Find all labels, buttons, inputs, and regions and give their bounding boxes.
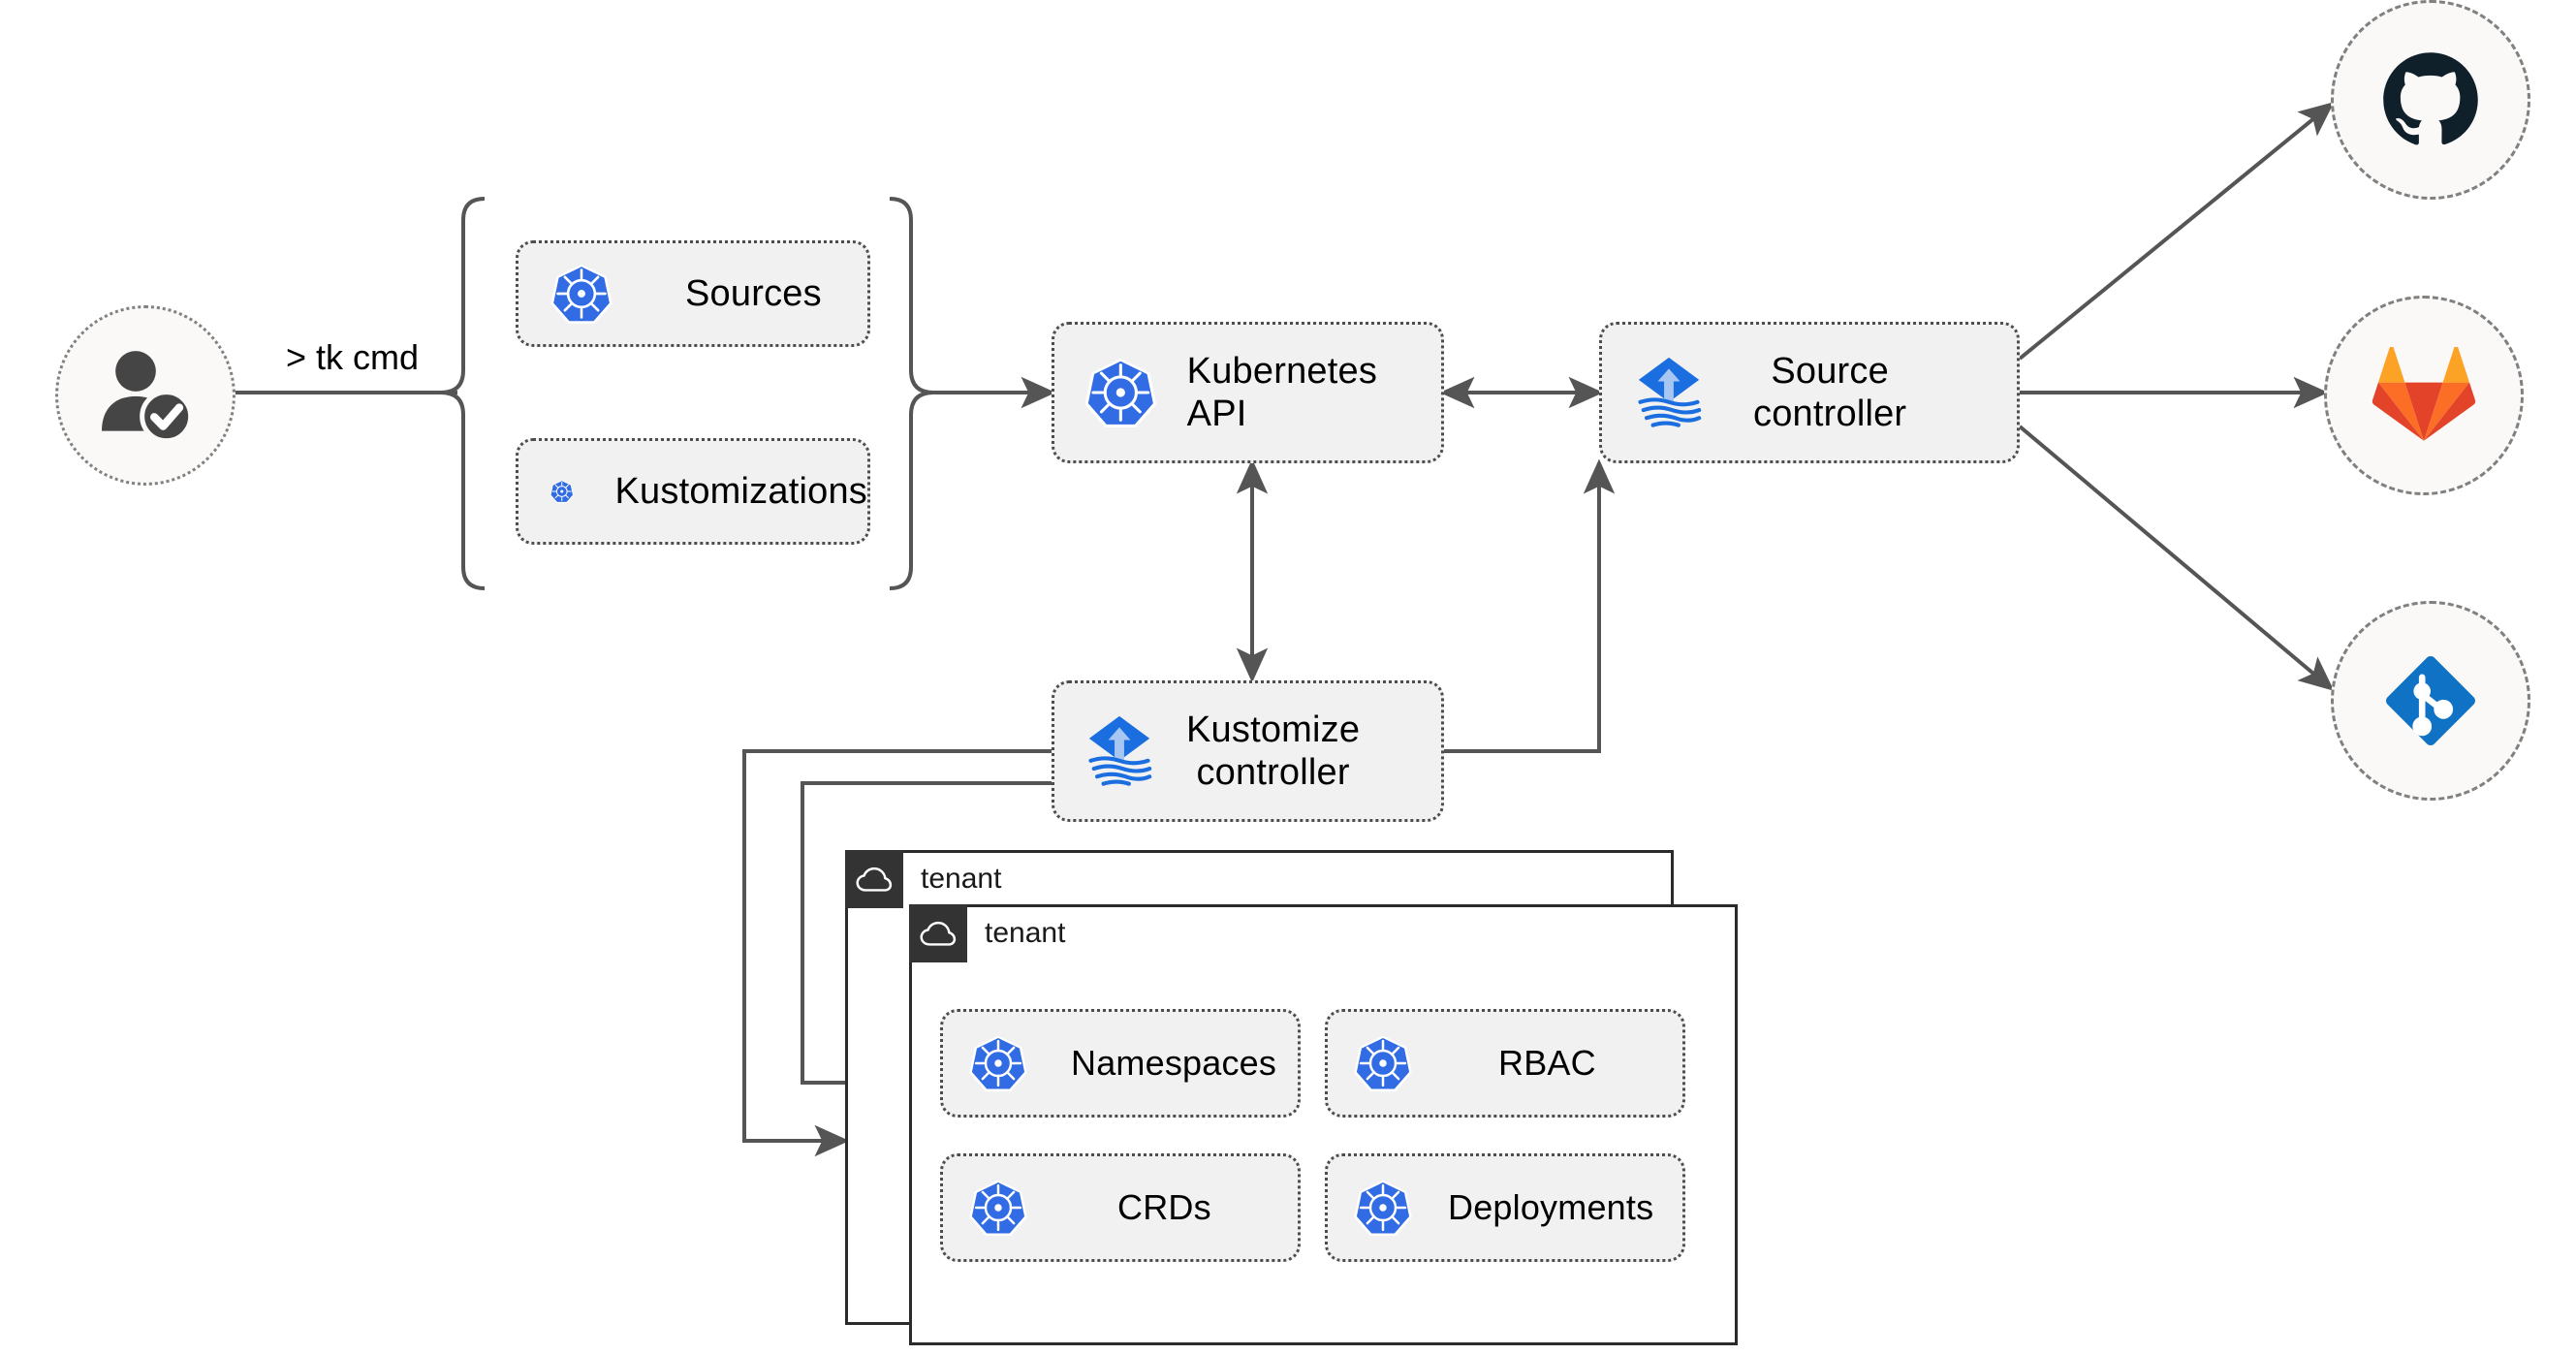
- user-check-icon: [102, 351, 194, 444]
- kubernetes-icon: [1354, 1180, 1412, 1237]
- tenant-name-label: tenant: [985, 917, 1066, 949]
- git-provider-github[interactable]: [2331, 0, 2530, 200]
- kubernetes-icon: [969, 1180, 1027, 1237]
- flux-icon: [1638, 357, 1702, 427]
- tenant-name-label: tenant: [921, 863, 1002, 895]
- kubernetes-api-label: Kubernetes API: [1186, 350, 1378, 434]
- git-provider-git[interactable]: [2331, 601, 2530, 801]
- github-icon: [2383, 52, 2478, 145]
- tenant-resource-namespaces[interactable]: Namespaces: [940, 1009, 1301, 1118]
- source-controller-label-line1: Source: [1771, 350, 1889, 392]
- tenant-resource-label: CRDs: [1117, 1187, 1211, 1228]
- crd-card-sources[interactable]: Sources: [516, 240, 870, 347]
- wire-kustomize-to-source: [1444, 458, 1616, 753]
- brace-left: [440, 197, 486, 590]
- kubernetes-icon: [969, 1035, 1027, 1092]
- cloud-icon: [845, 850, 903, 908]
- wire-source-to-git: [2018, 425, 2335, 691]
- gitlab-icon: [2372, 347, 2476, 441]
- kubernetes-icon: [550, 480, 575, 503]
- kubernetes-api-node[interactable]: Kubernetes API: [1052, 322, 1444, 463]
- source-controller-node[interactable]: Source controller: [1599, 322, 2020, 463]
- cloud-icon-glyph: [856, 867, 893, 892]
- kustomize-controller-label-line2: controller: [1196, 752, 1350, 793]
- kubernetes-icon: [1084, 358, 1157, 428]
- actor-avatar: [55, 305, 236, 486]
- tenant-resource-crds[interactable]: CRDs: [940, 1153, 1301, 1262]
- cloud-icon-glyph: [920, 921, 957, 946]
- command-label: > tk cmd: [286, 337, 420, 377]
- tenant-header: tenant: [909, 904, 1065, 962]
- flux-icon: [1088, 715, 1152, 786]
- tenant-window-inner[interactable]: tenant Namespaces: [909, 904, 1738, 1345]
- crd-card-label: Sources: [685, 272, 822, 314]
- tenant-resource-label: RBAC: [1498, 1043, 1596, 1084]
- tenant-resource-label: Deployments: [1448, 1187, 1654, 1228]
- source-controller-label: Source controller: [1753, 350, 1906, 435]
- git-provider-gitlab[interactable]: [2324, 296, 2524, 495]
- git-icon: [2386, 656, 2475, 745]
- cloud-icon: [909, 904, 967, 962]
- tenant-resource-label: Namespaces: [1071, 1043, 1277, 1084]
- tenant-resource-rbac[interactable]: RBAC: [1325, 1009, 1685, 1118]
- kustomize-controller-label: Kustomize controller: [1186, 709, 1360, 794]
- kustomize-controller-node[interactable]: Kustomize controller: [1052, 680, 1444, 822]
- wire-source-to-github: [2018, 102, 2335, 361]
- crd-card-kustomizations[interactable]: Kustomizations: [516, 438, 870, 545]
- kubernetes-icon: [1354, 1035, 1412, 1092]
- kubernetes-icon: [550, 264, 613, 325]
- tenant-resource-deployments[interactable]: Deployments: [1325, 1153, 1685, 1262]
- crd-card-label: Kustomizations: [614, 470, 867, 512]
- source-controller-label-line2: controller: [1753, 394, 1907, 434]
- tenant-header: tenant: [845, 850, 1001, 908]
- kustomize-controller-label-line1: Kustomize: [1186, 709, 1361, 750]
- brace-right: [889, 197, 934, 590]
